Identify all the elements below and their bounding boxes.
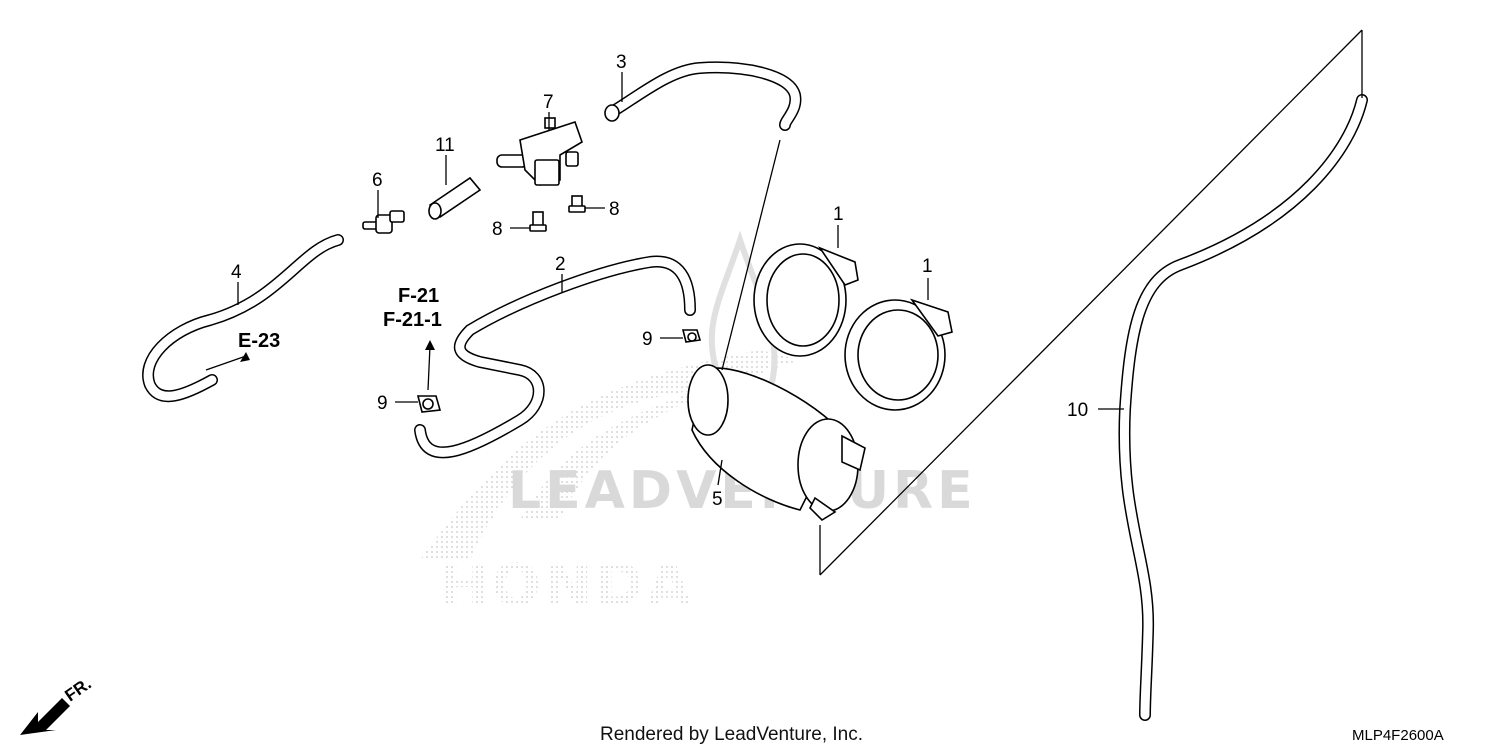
callout-7: 7 <box>543 92 554 113</box>
watermark: LEADVENTURE HONDA <box>420 230 973 619</box>
part-3-hose <box>604 61 802 131</box>
honda-wing-logo <box>420 350 800 560</box>
callout-11: 11 <box>435 135 455 156</box>
part-1-band-b <box>844 298 953 411</box>
part-6-fitting <box>362 210 405 234</box>
callout-9: 9 <box>642 329 653 350</box>
arrowhead-icon <box>425 340 435 350</box>
arrowhead-icon <box>240 352 250 362</box>
rendered-by-credit: Rendered by LeadVenture, Inc. <box>600 724 863 745</box>
part-9-clamp-a <box>681 329 702 343</box>
callout-1: 1 <box>922 256 933 277</box>
section-references: E-23 F-21 F-21-1 <box>238 285 442 352</box>
diagram-code: MLP4F2600A <box>1352 727 1444 744</box>
leader-lines <box>205 29 1363 576</box>
callouts: 1 1 2 3 4 5 6 7 8 8 9 9 10 11 <box>231 52 1088 510</box>
part-8-bolt-a <box>529 211 547 232</box>
part-7-solenoid-valve <box>496 117 583 186</box>
reference-f-21[interactable]: F-21 <box>398 285 439 307</box>
reference-e-23[interactable]: E-23 <box>238 330 280 352</box>
callout-4: 4 <box>231 262 242 283</box>
front-direction-marker: FR. <box>20 674 95 735</box>
front-arrow-icon <box>20 698 70 735</box>
callout-9: 9 <box>377 393 388 414</box>
callout-3: 3 <box>616 52 627 73</box>
part-8-bolt-b <box>568 195 586 213</box>
part-2-hose <box>414 255 696 459</box>
callout-8: 8 <box>492 219 503 240</box>
callout-1: 1 <box>833 204 844 225</box>
reference-f-21-1[interactable]: F-21-1 <box>383 309 442 331</box>
part-11-tube <box>428 176 482 220</box>
callout-10: 10 <box>1067 400 1088 421</box>
part-1-band-a <box>753 243 859 357</box>
part-4-hose <box>142 234 344 403</box>
front-label: FR. <box>61 674 94 705</box>
part-10-hose <box>1118 94 1368 721</box>
callout-5: 5 <box>712 489 723 510</box>
callout-6: 6 <box>372 170 383 191</box>
honda-watermark: HONDA <box>440 551 694 619</box>
part-5-canister <box>687 364 866 522</box>
callout-8: 8 <box>609 199 620 220</box>
part-9-clamp-b <box>416 395 442 413</box>
callout-2: 2 <box>555 254 566 275</box>
